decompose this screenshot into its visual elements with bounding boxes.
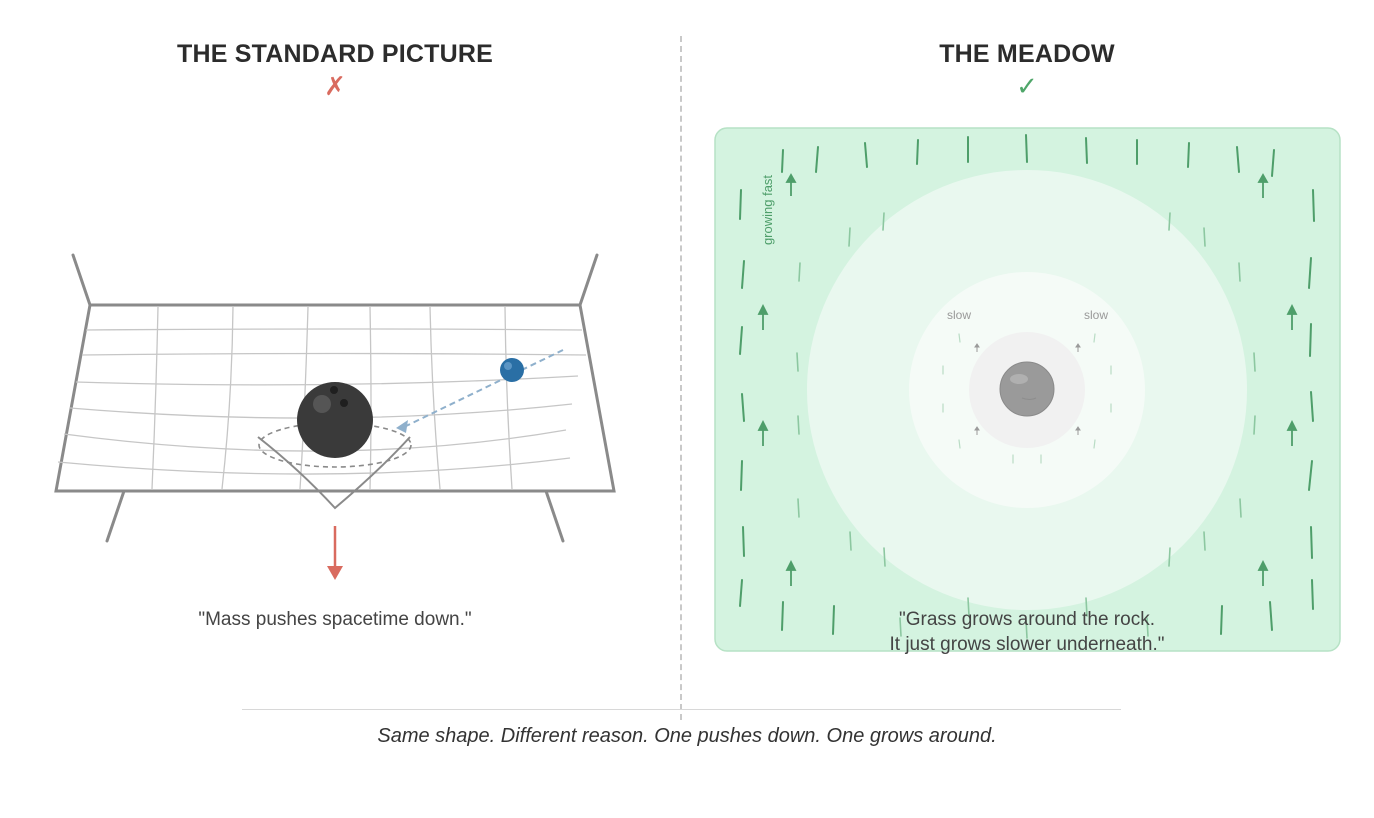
slow-label-right: slow <box>1084 308 1108 322</box>
slow-label-left: slow <box>947 308 971 322</box>
right-caption-line-1: "Grass grows around the rock. <box>777 607 1277 632</box>
right-panel-caption: "Grass grows around the rock. It just gr… <box>777 607 1277 657</box>
footer-divider <box>242 709 1121 710</box>
growing-fast-label: growing fast <box>760 175 775 245</box>
left-panel-caption: "Mass pushes spacetime down." <box>135 607 535 632</box>
footer-summary: Same shape. Different reason. One pushes… <box>187 725 1187 748</box>
right-caption-line-2: It just grows slower underneath." <box>777 632 1277 657</box>
rock <box>1000 362 1054 416</box>
